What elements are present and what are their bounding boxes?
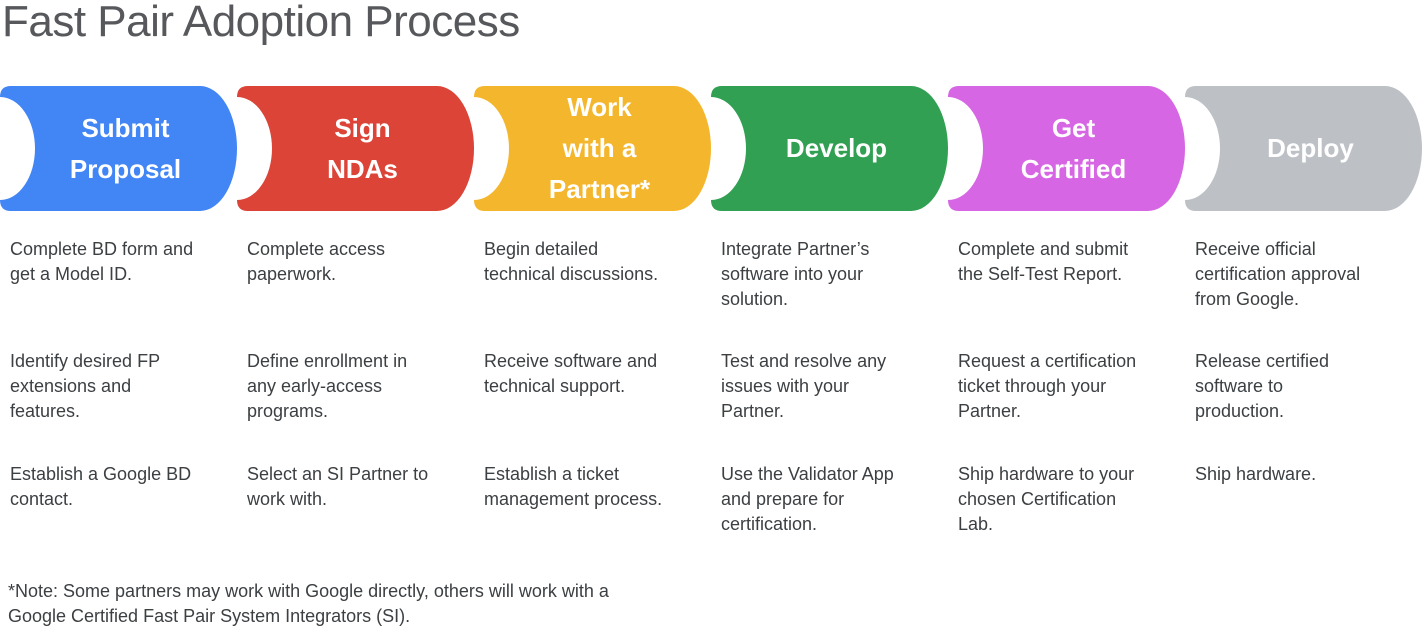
process-step-sign-ndas: Sign NDAs	[237, 86, 474, 211]
step-shape	[237, 86, 474, 211]
step-shape-path	[948, 86, 1185, 211]
process-step-work-with-partner: Work with a Partner*	[474, 86, 711, 211]
step-label: Get Certified	[1020, 112, 1127, 184]
process-flow: Submit Proposal Sign NDAs Work with a Pa…	[0, 86, 1422, 211]
step-description: Integrate Partner’s software into your s…	[721, 239, 870, 309]
step-description: Establish a Google BD contact.	[10, 464, 192, 509]
step-shape-path	[1185, 86, 1422, 211]
step-shape	[0, 86, 237, 211]
step-description: Test and resolve any issues with your Pa…	[721, 351, 887, 421]
step-shape	[948, 86, 1185, 211]
step-shape-path	[711, 86, 948, 211]
page-title: Fast Pair Adoption Process	[2, 0, 520, 46]
step-shape	[711, 86, 948, 211]
step-description: Establish a ticket management process.	[484, 464, 663, 509]
step-description: Complete access paperwork.	[247, 239, 386, 284]
step-description: Use the Validator App and prepare for ce…	[721, 464, 894, 534]
step-shape	[474, 86, 711, 211]
step-description: Complete and submit the Self-Test Report…	[958, 239, 1129, 284]
process-step-develop: Develop	[711, 86, 948, 211]
step-column-deploy: Receive official certification approval …	[1185, 237, 1422, 537]
step-column-sign-ndas: Complete access paperwork. Define enroll…	[237, 237, 474, 537]
footnote: *Note: Some partners may work with Googl…	[8, 581, 609, 626]
step-shape	[1185, 86, 1422, 211]
step-column-submit-proposal: Complete BD form and get a Model ID. Ide…	[0, 237, 237, 537]
step-description: Begin detailed technical discussions.	[484, 239, 659, 284]
step-description: Select an SI Partner to work with.	[247, 464, 429, 509]
step-column-get-certified: Complete and submit the Self-Test Report…	[948, 237, 1185, 537]
step-label: Work with a Partner*	[548, 92, 651, 204]
step-description: Complete BD form and get a Model ID.	[10, 239, 194, 284]
step-description: Identify desired FP extensions and featu…	[10, 351, 161, 421]
step-column-develop: Integrate Partner’s software into your s…	[711, 237, 948, 537]
step-description: Receive official certification approval …	[1195, 239, 1361, 309]
process-step-get-certified: Get Certified	[948, 86, 1185, 211]
step-description: Release certified software to production…	[1195, 351, 1330, 421]
step-column-work-with-partner: Begin detailed technical discussions. Re…	[474, 237, 711, 537]
step-description: Ship hardware.	[1195, 464, 1317, 484]
step-label: Sign NDAs	[327, 112, 398, 184]
step-shape-path	[237, 86, 474, 211]
process-step-submit-proposal: Submit Proposal	[0, 86, 237, 211]
step-description: Define enrollment in any early-access pr…	[247, 351, 408, 421]
step-description: Ship hardware to your chosen Certificati…	[958, 464, 1135, 534]
step-description: Request a certification ticket through y…	[958, 351, 1137, 421]
process-step-deploy: Deploy	[1185, 86, 1422, 211]
step-label: Submit Proposal	[69, 112, 182, 184]
step-shape-path	[0, 86, 237, 211]
step-description: Receive software and technical support.	[484, 351, 658, 396]
step-descriptions: Complete BD form and get a Model ID. Ide…	[0, 237, 1422, 537]
step-label: Develop	[785, 133, 888, 163]
step-shape-path	[474, 86, 711, 211]
step-label: Deploy	[1267, 133, 1354, 163]
